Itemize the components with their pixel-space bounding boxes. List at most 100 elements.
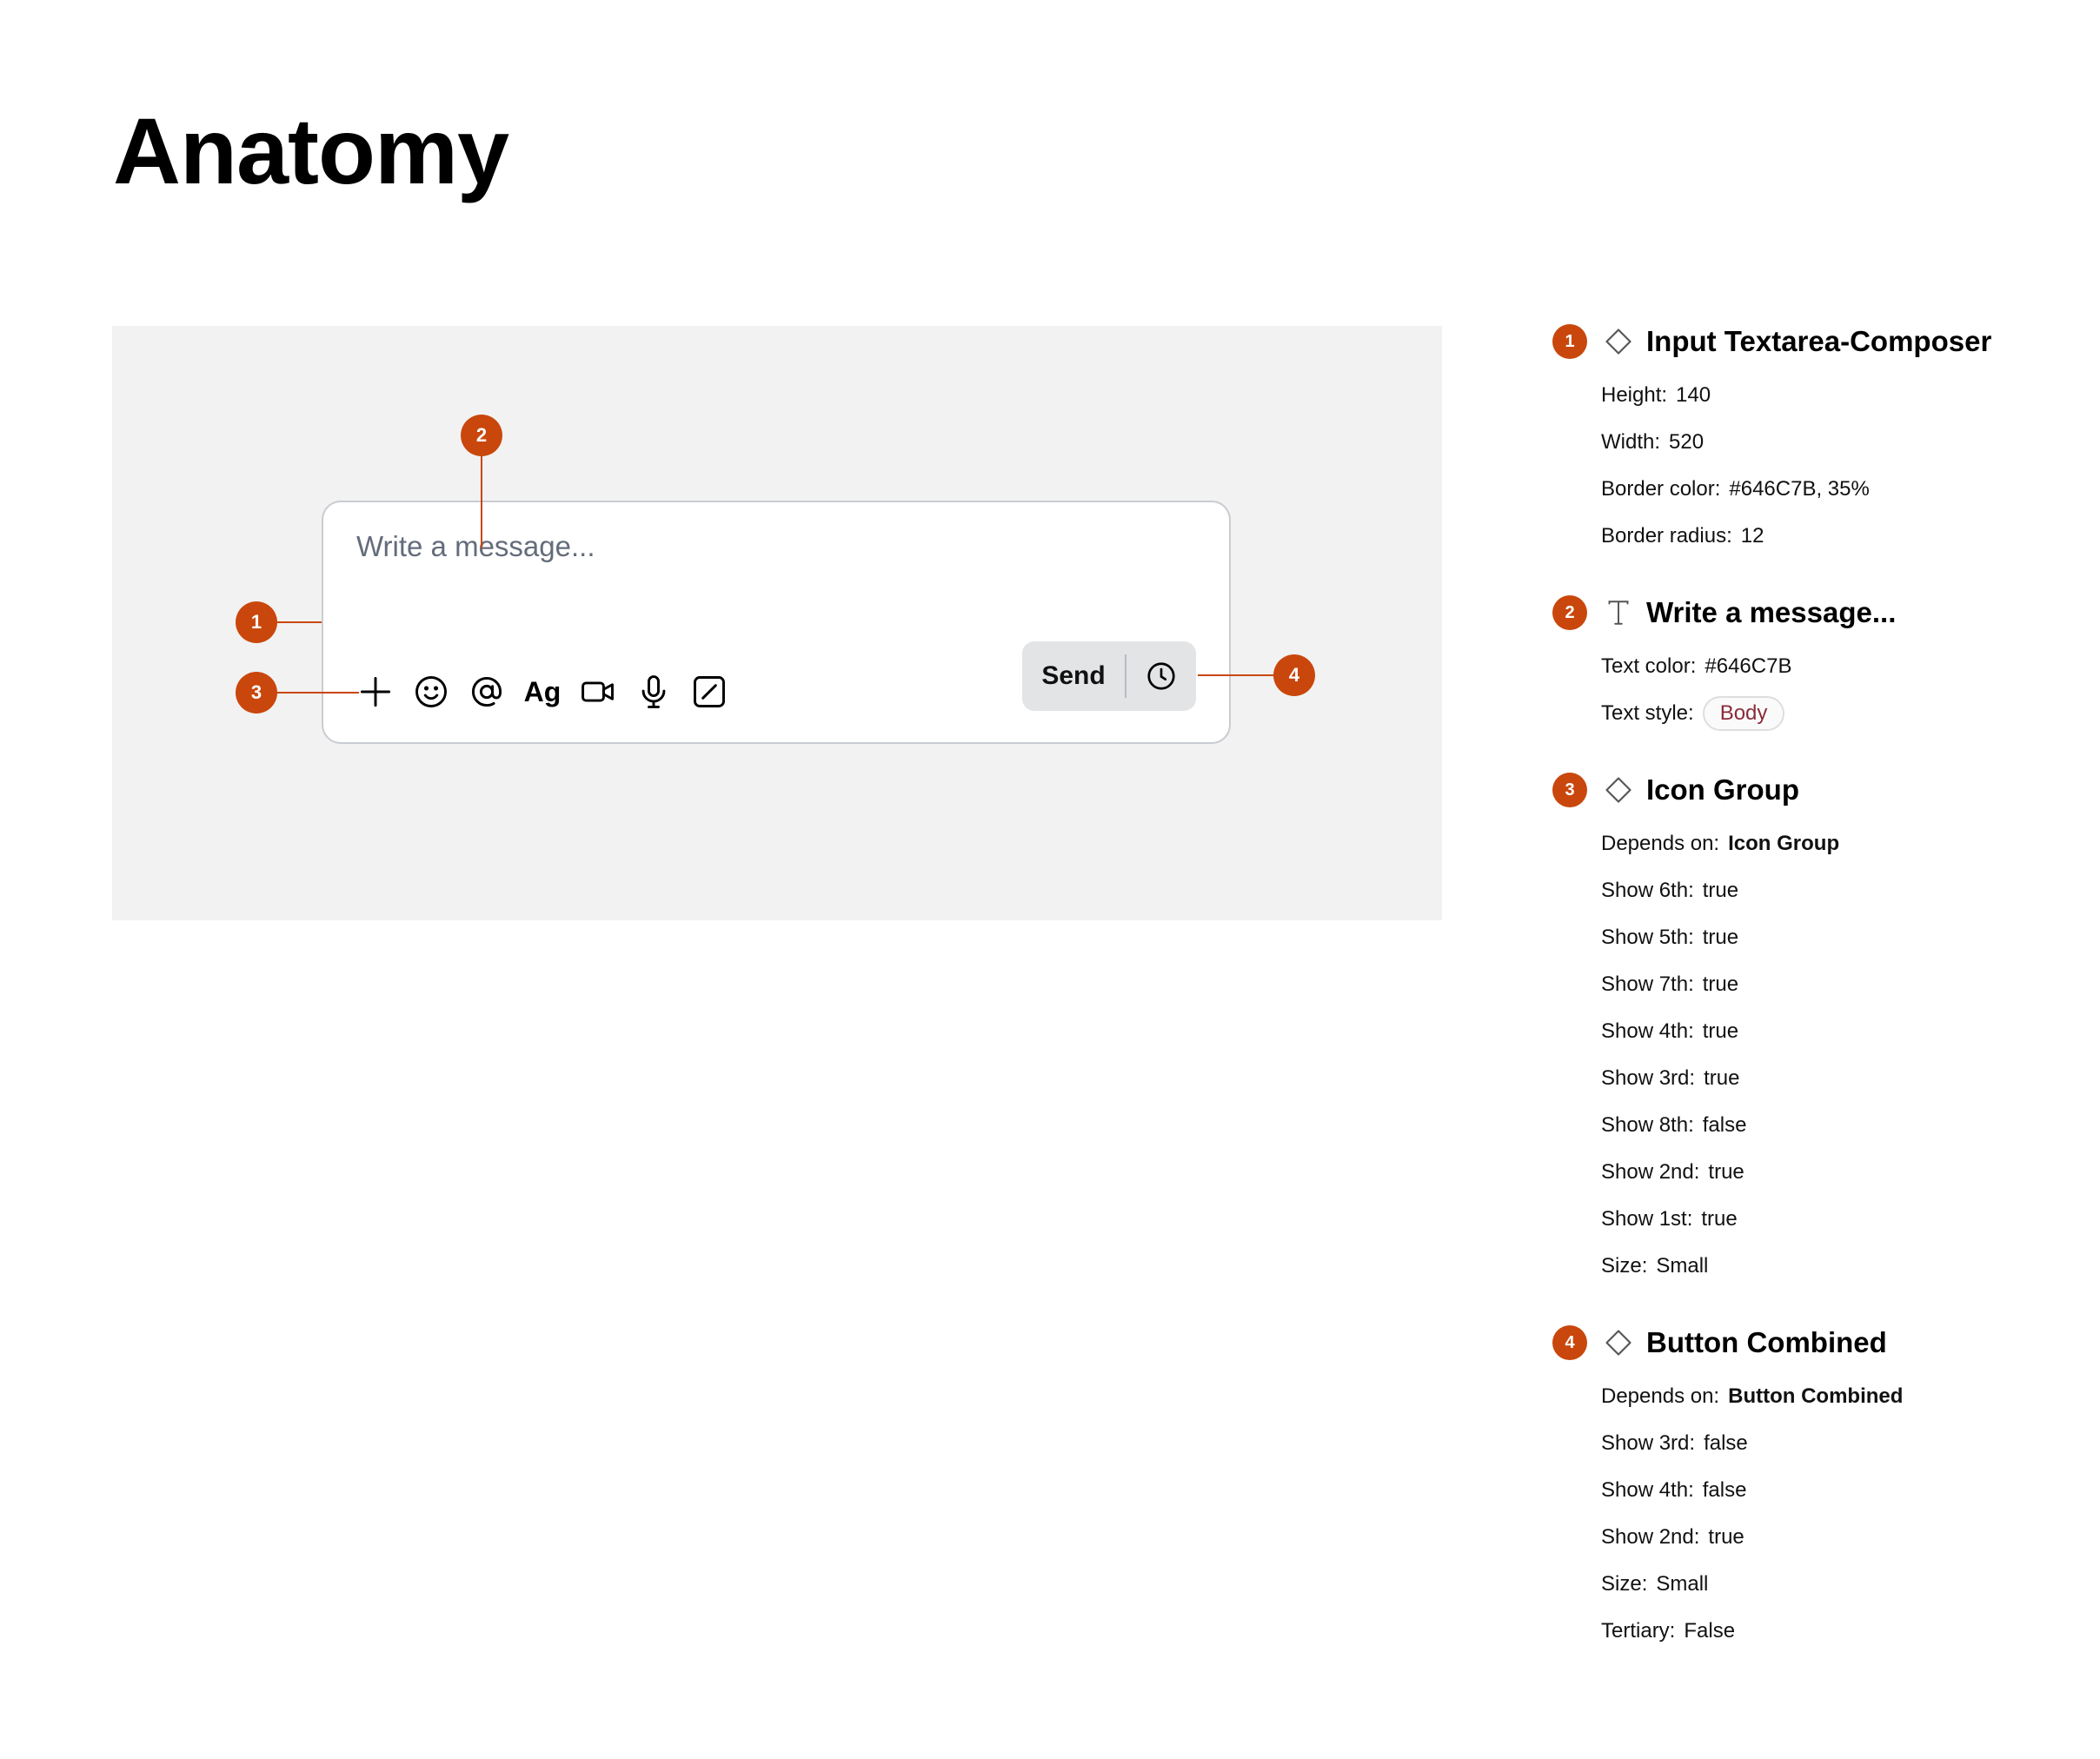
marker-1-leader bbox=[256, 621, 322, 623]
text-layer-icon bbox=[1601, 595, 1636, 630]
prop-value: 520 bbox=[1669, 430, 1705, 454]
prop-value: 140 bbox=[1676, 383, 1711, 407]
spec-title: Button Combined bbox=[1646, 1326, 1887, 1358]
spec-section-input-textarea-composer: 1 Input Textarea-Composer Height: 140 Wid… bbox=[1552, 323, 2074, 560]
prop-value: true bbox=[1702, 926, 1739, 949]
prop-row: Show 3rd: false bbox=[1601, 1420, 2074, 1467]
prop-row: Show 2nd:true bbox=[1601, 1514, 2074, 1561]
spec-panel: 1 Input Textarea-Composer Height: 140 Wid… bbox=[1552, 323, 2074, 1689]
spec-number-badge: 2 bbox=[1552, 595, 1587, 630]
spec-title: Icon Group bbox=[1646, 773, 1799, 806]
prop-label: Show 2nd: bbox=[1601, 1160, 1700, 1184]
prop-value: #646C7B bbox=[1705, 654, 1792, 678]
prop-label: Show 4th: bbox=[1601, 1019, 1694, 1043]
prop-value: false bbox=[1702, 1113, 1747, 1137]
message-placeholder[interactable]: Write a message... bbox=[356, 530, 595, 562]
prop-value: true bbox=[1704, 1066, 1740, 1090]
spec-header: 4 Button Combined bbox=[1552, 1324, 2074, 1361]
prop-value: false bbox=[1702, 1478, 1747, 1502]
prop-value: true bbox=[1701, 1207, 1738, 1231]
prop-row: Show 3rd: true bbox=[1601, 1055, 2074, 1102]
plus-icon[interactable] bbox=[356, 673, 395, 711]
marker-2: 2 bbox=[461, 415, 502, 456]
prop-row: Depends on: Icon Group bbox=[1601, 820, 2074, 867]
prop-row: Show 1st: true bbox=[1601, 1196, 2074, 1243]
prop-row: Show 7th: true bbox=[1601, 961, 2074, 1008]
spec-section-write-a-message: 2 Write a message... Text color:#646C7B … bbox=[1552, 594, 2074, 737]
spec-header: 3 Icon Group bbox=[1552, 772, 2074, 808]
prop-value: #646C7B, 35% bbox=[1729, 477, 1870, 501]
prop-row: Depends on: Button Combined bbox=[1601, 1373, 2074, 1420]
prop-label: Depends on: bbox=[1601, 1384, 1720, 1408]
prop-value: true bbox=[1702, 879, 1739, 902]
prop-label: Border color: bbox=[1601, 477, 1721, 501]
prop-value: Small bbox=[1656, 1254, 1709, 1278]
spec-number-badge: 4 bbox=[1552, 1325, 1587, 1360]
prop-row: Border color: #646C7B, 35% bbox=[1601, 466, 2074, 513]
prop-value: Icon Group bbox=[1728, 832, 1840, 855]
prop-row: Show 4th: false bbox=[1601, 1467, 2074, 1514]
page-title: Anatomy bbox=[113, 98, 509, 203]
prop-row: Tertiary: False bbox=[1601, 1608, 2074, 1655]
prop-row: Height: 140 bbox=[1601, 372, 2074, 419]
marker-1: 1 bbox=[236, 601, 277, 643]
prop-row: Show 8th: false bbox=[1601, 1102, 2074, 1149]
input-textarea-composer[interactable]: Write a message... bbox=[322, 501, 1231, 744]
button-combined: Send bbox=[1022, 641, 1196, 711]
prop-row: Width: 520 bbox=[1601, 419, 2074, 466]
prop-label: Tertiary: bbox=[1601, 1619, 1676, 1643]
emoji-icon[interactable] bbox=[412, 673, 450, 711]
clock-icon[interactable] bbox=[1126, 660, 1196, 693]
prop-value: false bbox=[1704, 1431, 1748, 1455]
prop-label: Show 7th: bbox=[1601, 972, 1694, 996]
prop-row: Show 2nd:true bbox=[1601, 1149, 2074, 1196]
spec-title: Input Textarea-Composer bbox=[1646, 325, 1992, 357]
spec-title: Write a message... bbox=[1646, 596, 1897, 628]
prop-label: Show 3rd: bbox=[1601, 1431, 1696, 1455]
microphone-icon[interactable] bbox=[635, 673, 673, 711]
mention-icon[interactable] bbox=[468, 673, 506, 711]
video-icon[interactable] bbox=[579, 673, 617, 711]
prop-row: Text color:#646C7B bbox=[1601, 643, 2074, 690]
prop-label: Show 5th: bbox=[1601, 926, 1694, 949]
prop-row: Show 5th: true bbox=[1601, 914, 2074, 961]
prop-label: Size: bbox=[1601, 1254, 1648, 1278]
marker-3: 3 bbox=[236, 672, 277, 714]
marker-4-leader bbox=[1198, 674, 1292, 676]
button-divider bbox=[1125, 654, 1126, 698]
icon-group: Ag bbox=[356, 673, 728, 711]
text-format-icon[interactable]: Ag bbox=[523, 676, 562, 707]
preview-canvas: Write a message... bbox=[112, 326, 1442, 920]
prop-label: Border radius: bbox=[1601, 524, 1732, 548]
component-diamond-icon bbox=[1601, 773, 1636, 807]
spec-header: 1 Input Textarea-Composer bbox=[1552, 323, 2074, 360]
prop-label: Depends on: bbox=[1601, 832, 1720, 855]
prop-row: Show 6th: true bbox=[1601, 867, 2074, 914]
prop-value: Button Combined bbox=[1728, 1384, 1904, 1408]
text-style-pill[interactable]: Body bbox=[1702, 696, 1785, 731]
prop-label: Width: bbox=[1601, 430, 1661, 454]
prop-value: true bbox=[1702, 972, 1739, 996]
prop-label: Show 3rd: bbox=[1601, 1066, 1696, 1090]
prop-label: Show 4th: bbox=[1601, 1478, 1694, 1502]
prop-label: Show 6th: bbox=[1601, 879, 1694, 902]
component-diamond-icon bbox=[1601, 1325, 1636, 1360]
prop-row: Border radius: 12 bbox=[1601, 513, 2074, 560]
prop-label: Show 1st: bbox=[1601, 1207, 1693, 1231]
marker-2-leader bbox=[481, 455, 482, 548]
prop-row: Size: Small bbox=[1601, 1243, 2074, 1290]
spec-number-badge: 1 bbox=[1552, 324, 1587, 359]
prop-label: Show 2nd: bbox=[1601, 1525, 1700, 1549]
spec-section-button-combined: 4 Button Combined Depends on: Button Comb… bbox=[1552, 1324, 2074, 1655]
edit-icon[interactable] bbox=[690, 673, 728, 711]
prop-value: False bbox=[1684, 1619, 1736, 1643]
prop-value: 12 bbox=[1740, 524, 1764, 548]
prop-value: Small bbox=[1656, 1572, 1709, 1596]
prop-label: Text style: bbox=[1601, 701, 1694, 725]
component-diamond-icon bbox=[1601, 324, 1636, 359]
prop-label: Height: bbox=[1601, 383, 1668, 407]
send-button[interactable]: Send bbox=[1041, 661, 1106, 690]
prop-label: Show 8th: bbox=[1601, 1113, 1694, 1137]
prop-row: Show 4th:true bbox=[1601, 1008, 2074, 1055]
